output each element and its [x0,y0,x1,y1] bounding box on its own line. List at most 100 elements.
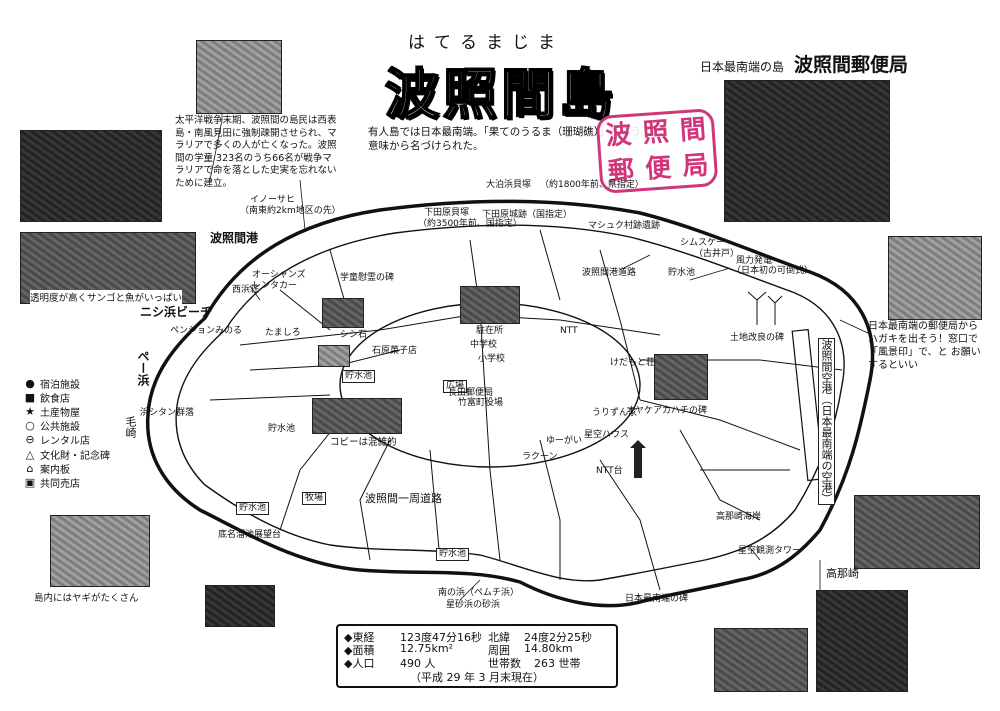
beach-crowd-caption: コビーは混雑的 [330,437,397,448]
label-shimusuke-sub: （古井戸） [694,249,740,259]
label-city-hall: 竹富町役場 [458,398,504,408]
label-temp-store: たましろ [265,328,301,338]
label-ohama-sub: （約1800年前、県指定） [540,180,644,190]
label-peh-hama: ペー浜 [136,350,150,386]
legend-row: ○公共施設 [20,419,110,433]
fact-as-of: （平成 29 年 3 月末現在） [410,671,544,684]
island-ruby: はてるまじま [408,33,564,53]
label-rental-car: オーシャンズレンタカー [252,270,306,291]
label-square: 広場 [443,380,468,393]
label-prefecture-road: 波照間港道路 [582,268,637,278]
beach-photo-caption: 透明度が高くサンゴと魚がいっぱい [30,290,183,304]
label-nishihama-beach: ニシ浜ビーチ [140,305,213,319]
label-ntt: NTT [560,326,578,336]
fact-label: ◆面積 [344,644,375,657]
label-inohasa: イノーサヒ [250,195,295,205]
label-takanasaki-coast: 高那崎海岸 [716,512,762,522]
airport-runway [791,328,825,482]
seal-char: 局 [681,150,710,183]
history-note: 太平洋戦争末期、波照間の島民は西表島・南風見田に強制疎開させられ、マラリアで多く… [175,115,337,189]
island-description: 有人島では日本最南端。「果てのうるま（珊瑚礁）」という意味から名づけられた。 [368,126,641,152]
island-coastline [145,199,875,608]
monument-icon: △ [25,447,35,461]
label-wind-power-sub: （日本初の可倒式） [732,266,814,276]
label-shishiya: シシ石 [340,330,368,340]
label-dentaku: 駐在所 [476,326,504,336]
label-ntt-tower: NTT台 [596,466,623,476]
label-water-pool-4: 貯水池 [236,502,270,515]
village-photo-b [460,286,520,324]
label-water-pool-3: 貯水池 [342,370,376,383]
fact-north-latitude-label: 北緯 [488,631,510,644]
label-gashotei: けだもと荘 [610,358,655,368]
label-nishihama-house: 西浜荘 [232,285,260,295]
fact-population: 490 人 [400,657,436,670]
post-office-title: 波照間郵便局 [794,54,909,76]
seal-char: 間 [678,114,707,147]
seal-char: 波 [604,119,633,152]
island-facts: ◆東経 123度47分16秒 北緯 24度2分25秒 ◆面積 12.75km² … [336,624,618,688]
fact-circumference-label: 周囲 [488,644,510,657]
label-kebaru: 毛崎 [124,416,137,438]
goats-photo [50,515,150,587]
label-star-tower: 星空観測タワー [738,546,802,556]
observatory-photo [816,590,908,692]
label-circuit-road: 波照間一周道路 [365,492,442,505]
memorial-stone-photo [196,40,282,114]
label-school-monument: 学童慰霊の碑 [340,273,395,283]
label-water-pool-2: 貯水池 [268,424,296,434]
label-urisan: うりずん家 [592,408,638,418]
wind-turbine-icon [747,291,783,325]
fact-north-latitude: 24度2分25秒 [524,631,592,644]
fact-label: ◆東経 [344,631,375,644]
label-haruzaki: 底名溜池展望台 [218,530,282,540]
label-sunset-house: 星空ハウス [584,430,630,440]
village-photo-a [322,298,364,328]
label-mashiku: マシュク村跡遺跡 [588,221,661,231]
fact-circumference: 14.80km [524,642,573,655]
label-yuunui: ゆーがい [546,436,583,446]
seal-char: 照 [641,117,670,149]
label-oyake-stone: オヤケアカハチの碑 [626,406,708,416]
legend-row: ■飲食店 [20,390,110,405]
goats-photo-caption: 島内にはヤギがたくさん [34,593,139,604]
info-board-icon: ⌂ [26,461,34,475]
map-legend: ●宿泊施設 ■飲食店 ★土産物屋 ○公共施設 ⊖レンタル店 △文化財・記念碑 ⌂… [20,376,110,490]
post-office-subtitle: 日本最南端の島 [700,60,785,74]
label-dosa-rental: 石原菓子店 [372,346,418,356]
fact-households: 263 世帯 [534,657,581,670]
post-office-note: 日本最南端の郵便局からハガキを出そう！窓口で「風景印」で、と お願いするといい [868,321,981,371]
legend-row: ●宿泊施設 [20,376,110,391]
label-ohama: 大泊浜貝塚 [486,180,532,190]
label-shimodayaku: 下田原貝塚 [424,208,470,218]
label-takanasaki: 高那崎 [826,567,859,580]
label-wind-power: 風力発電 [736,256,773,266]
lighthouse-icon [630,440,646,478]
label-southernmost-monument: 日本最南端の碑 [625,594,689,604]
label-nakadoki: 中学校 [470,340,498,350]
public-facility-icon: ○ [25,419,35,433]
beach-crowd-photo [312,398,402,434]
southernmost-monument-photo [714,628,808,692]
legend-row: △文化財・記念碑 [20,447,110,462]
post-office-heading: 日本最南端の島波照間郵便局 [700,50,908,77]
label-port: 波照間港 [210,231,259,245]
label-land-improve: 土地改良の碑 [730,333,785,343]
fact-area: 12.75km² [400,642,453,655]
seal-char: 便 [644,153,673,185]
restaurant-icon: ■ [24,390,36,404]
label-pension: ペンションみのる [170,326,243,336]
takanasaki-coast-photo [854,495,980,569]
label-inohasa-sub: （南東約2km地区の先） [240,206,341,216]
legend-row: ⌂案内板 [20,461,110,476]
monument-photo [20,130,162,222]
fact-label: ◆人口 [344,657,375,670]
legend-row: ★土産物屋 [20,404,110,419]
village-photo-c [654,354,708,400]
label-tsurumi: 牧場 [302,492,327,505]
label-south-beach: 南の浜（ペムチ浜） [438,588,520,598]
coop-store-icon: ▣ [24,475,36,489]
label-shimodayaku-sub: （約3500年前、国指定） [418,219,522,229]
label-rakuen: ラクーン [522,452,558,462]
